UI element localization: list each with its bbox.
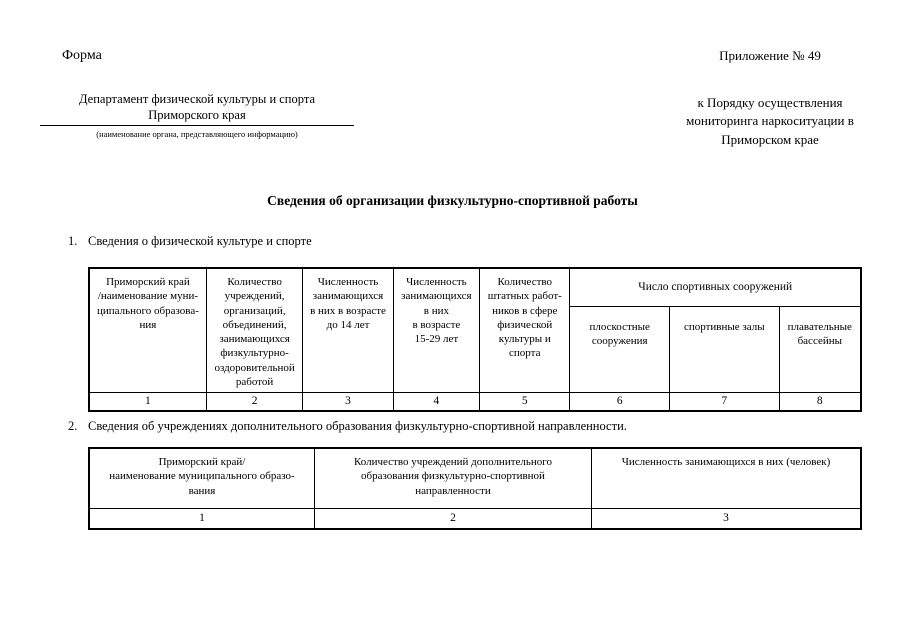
table2-header-region: Приморский край/ наименование муниципаль… [88,447,315,509]
column-number-cell: 5 [479,391,571,412]
section-1-heading: 1. Сведения о физической культуре и спорт… [68,234,312,249]
column-number-cell: 3 [591,507,862,530]
section-2-title: Сведения об учреждениях дополнительного … [88,419,627,433]
column-number-cell: 6 [569,391,670,412]
annex-number: Приложение № 49 [719,48,821,63]
additional-education-table: Приморский край/ наименование муниципаль… [88,447,862,530]
section-1-title: Сведения о физической культуре и спорте [88,234,312,248]
table1-column-number-row: 1 2 3 4 5 6 7 8 [88,391,862,412]
table2-header-participants: Численность занимающихся в них (человек) [591,447,862,509]
section-2-number: 2. [68,419,78,433]
table2-column-number-row: 1 2 3 [88,507,862,530]
table1-group-header-facilities: Число спортивных сооружений [569,267,862,307]
form-label: Форма [62,48,102,63]
section-2-heading: 2. Сведения об учреждениях дополнительног… [68,419,627,434]
table2-header-institutions: Количество учреждений дополнительного об… [313,447,593,509]
document-title: Сведения об организации физкультурно-спо… [267,193,638,208]
table1-header-under14: Численность занимающихся в них в возраст… [302,267,394,393]
table1-header-region: Приморский край /наименование муни- ципа… [88,267,207,393]
column-number-cell: 2 [313,507,593,530]
column-number-cell: 2 [205,391,304,412]
table1-subheader-flat-facilities: плоскостные сооружения [569,305,670,393]
table1-header-institutions: Количество учреждений, организаций, объе… [205,267,304,393]
table1-header-15-29: Численность занимающихся в них в возраст… [392,267,481,393]
column-number-cell: 1 [88,507,315,530]
column-number-cell: 7 [669,391,780,412]
table1-subheader-gyms: спортивные залы [669,305,780,393]
table1-header-staff: Количество штатных работ- ников в сфере … [479,267,571,393]
section-1-number: 1. [68,234,78,248]
column-number-cell: 3 [302,391,394,412]
table1-subheader-pools: плавательные бассейны [778,305,862,393]
column-number-cell: 1 [88,391,207,412]
org-name-caption: (наименование органа, представляющего ин… [96,129,298,139]
annex-reference-text: к Порядку осуществления мониторинга нарк… [686,95,854,147]
column-number-cell: 4 [392,391,481,412]
column-number-cell: 8 [778,391,862,412]
sports-culture-table: Приморский край /наименование муни- ципа… [88,267,862,412]
org-name: Департамент физической культуры и спорта… [40,91,354,126]
